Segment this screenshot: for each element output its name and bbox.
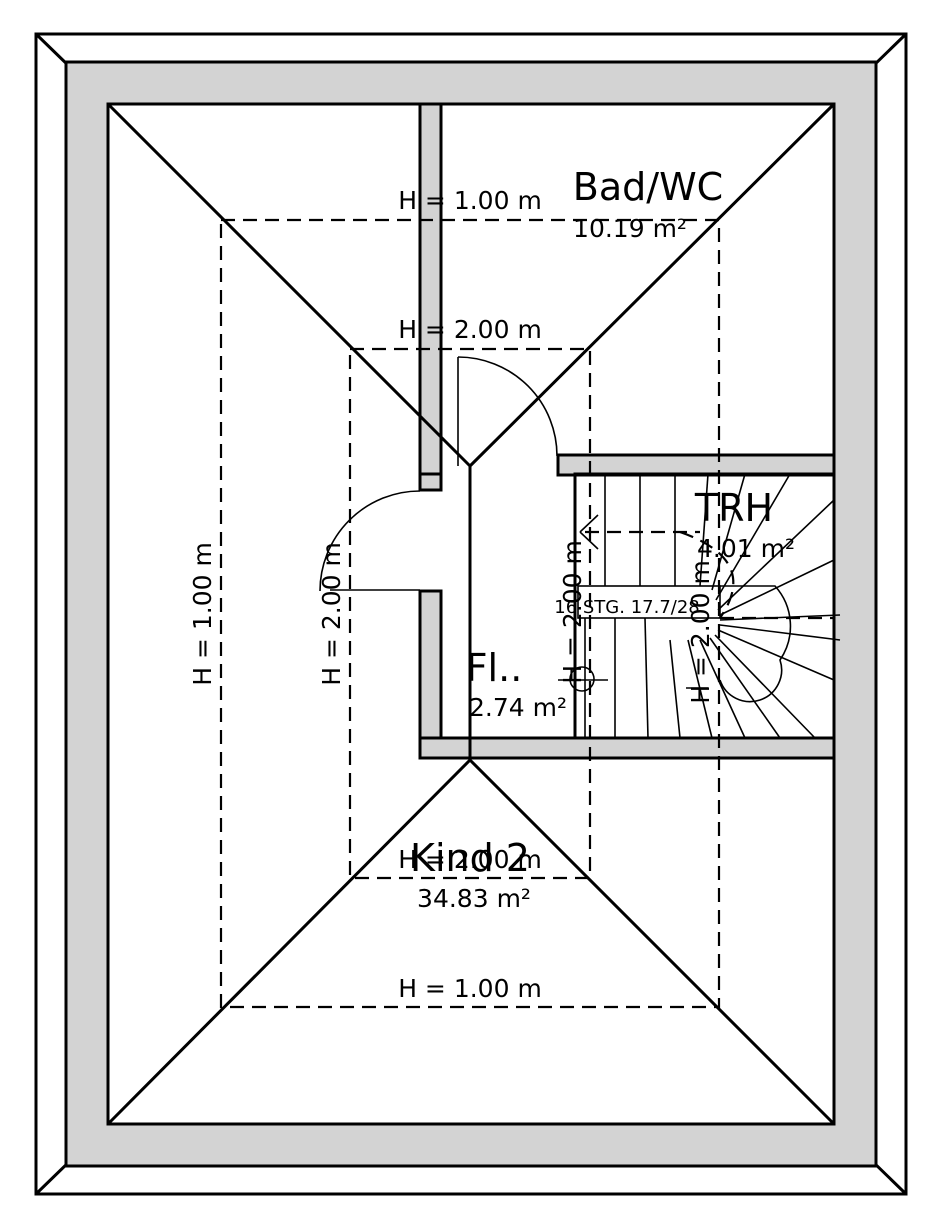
height-label-left-1m: H = 1.00 m <box>188 542 217 686</box>
height-label-top-1m: H = 1.00 m <box>398 186 542 215</box>
stair-treads <box>574 473 841 739</box>
height-label-bottom-1m: H = 1.00 m <box>398 974 542 1003</box>
door-kind-swing <box>319 490 421 592</box>
stair-start-circle <box>569 666 595 692</box>
wall-flur-left-lower <box>418 589 443 740</box>
height-line-1m <box>219 218 721 1009</box>
height-line-2m <box>348 347 592 880</box>
height-label-bottom-2m: H = 2.00 m <box>398 845 542 874</box>
stair-arrow <box>579 514 599 550</box>
stair-step-label: 16 STG. 17.7/28 <box>554 597 700 618</box>
room-name-bad: Bad/WC <box>573 165 723 209</box>
wall-bottom-horizontal <box>418 736 836 760</box>
room-name-trh: TRH <box>694 486 773 530</box>
doors <box>319 356 558 592</box>
room-name-flur: Fl.. <box>466 646 523 690</box>
height-label-stair-right: H = 2.00 m <box>686 560 715 704</box>
height-label-top-2m: H = 2.00 m <box>398 315 542 344</box>
height-label-stair-left: H = 2.00 m <box>558 540 587 684</box>
room-area-flur: 2.74 m² <box>469 693 567 722</box>
room-area-trh: 4.01 m² <box>697 534 795 563</box>
room-name-kind: Kind 2 <box>410 836 530 880</box>
height-boundaries <box>219 218 721 1009</box>
room-area-kind: 34.83 m² <box>417 884 531 913</box>
room-area-bad: 10.19 m² <box>573 214 687 243</box>
height-label-left-2m: H = 2.00 m <box>317 542 346 686</box>
wall-bad-bottom <box>556 453 836 477</box>
stair-walkline <box>585 530 834 620</box>
interior-walls <box>418 102 836 760</box>
wall-flur-left-upper <box>418 472 443 492</box>
staircase <box>558 472 841 740</box>
roof-hip-lines <box>106 102 836 1126</box>
door-bad-swing <box>457 356 558 457</box>
stair-handrail <box>577 585 792 703</box>
